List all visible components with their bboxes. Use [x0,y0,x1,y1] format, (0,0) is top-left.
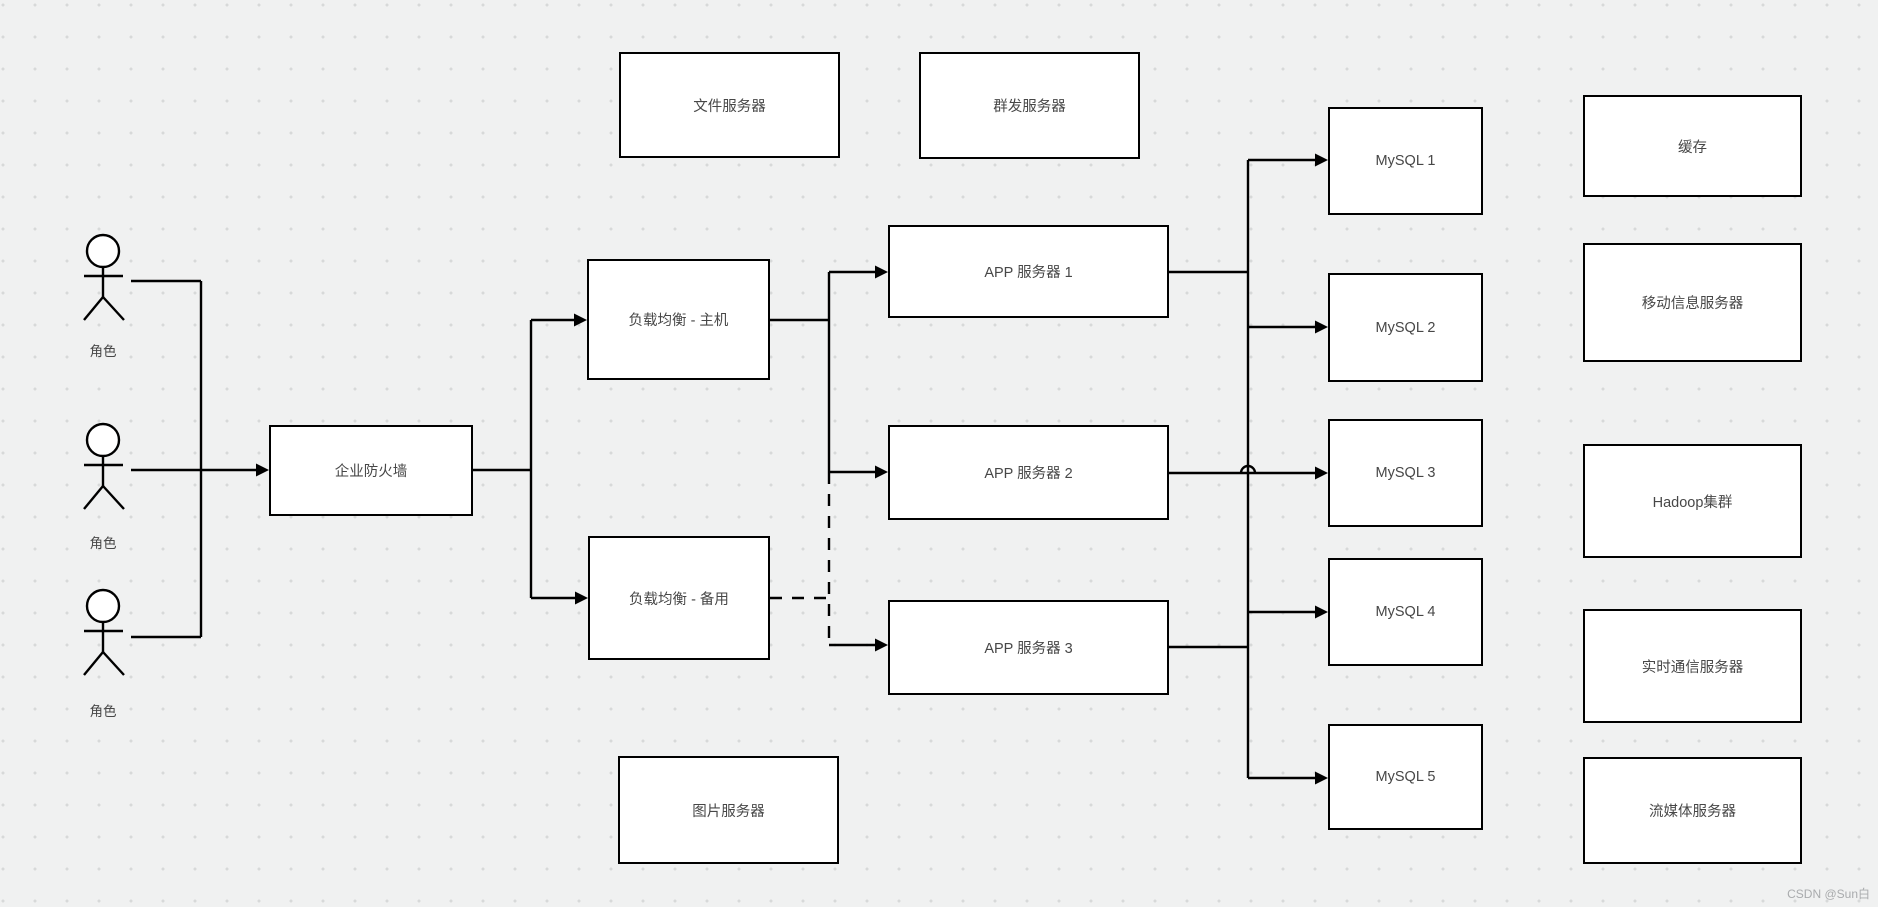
node-image-server-label: 图片服务器 [692,803,765,820]
node-mysql-2-label: MySQL 2 [1375,319,1436,336]
node-app-server-3[interactable]: APP 服务器 3 [888,600,1169,695]
node-streaming-media-server[interactable]: 流媒体服务器 [1583,757,1802,864]
node-app-server-1-label: APP 服务器 1 [984,265,1073,281]
node-lb-backup[interactable]: 负载均衡 - 备用 [588,536,770,660]
node-mysql-5[interactable]: MySQL 5 [1328,724,1483,830]
node-file-server-label: 文件服务器 [693,98,766,115]
node-app-server-1[interactable]: APP 服务器 1 [888,225,1169,318]
node-mysql-2[interactable]: MySQL 2 [1328,273,1483,382]
node-mysql-3-label: MySQL 3 [1375,465,1436,481]
node-streaming-media-server-label: 流媒体服务器 [1649,804,1736,820]
node-mysql-1[interactable]: MySQL 1 [1328,107,1483,215]
node-cache-label: 缓存 [1678,139,1707,156]
node-mysql-1-label: MySQL 1 [1375,153,1436,169]
node-app-server-2[interactable]: APP 服务器 2 [888,425,1169,520]
node-mobile-info-server-label: 移动信息服务器 [1641,296,1744,312]
node-realtime-comm-server-label: 实时通信服务器 [1641,659,1744,676]
node-lb-primary-label: 负载均衡 - 主机 [628,313,729,329]
node-firewall[interactable]: 企业防火墙 [269,425,473,516]
line-jump-arc [1239,464,1257,474]
node-app-server-2-label: APP 服务器 2 [984,466,1073,482]
node-mysql-3[interactable]: MySQL 3 [1328,419,1483,527]
node-hadoop-cluster[interactable]: Hadoop集群 [1583,444,1802,558]
node-lb-backup-label: 负载均衡 - 备用 [629,591,729,608]
node-realtime-comm-server[interactable]: 实时通信服务器 [1583,609,1802,723]
actor-figure-2[interactable] [83,422,125,510]
edge-firewall-to-lbs [473,318,576,600]
node-mobile-info-server[interactable]: 移动信息服务器 [1583,243,1802,362]
node-image-server[interactable]: 图片服务器 [618,756,839,864]
watermark-text: CSDN @Sun白 [1787,887,1870,901]
node-app-server-3-label: APP 服务器 3 [984,641,1073,657]
node-broadcast-server[interactable]: 群发服务器 [919,52,1140,159]
edge-apps-to-mysql [1169,158,1316,780]
node-firewall-label: 企业防火墙 [334,464,408,480]
node-cache[interactable]: 缓存 [1583,95,1802,197]
actor-label-3: 角色 [89,704,117,719]
node-mysql-4-label: MySQL 4 [1375,604,1436,620]
actor-figure-3[interactable] [83,588,125,676]
node-broadcast-server-label: 群发服务器 [993,99,1066,115]
edge-lb-backup-to-apps [770,472,831,645]
node-file-server[interactable]: 文件服务器 [619,52,840,158]
actor-label-1: 角色 [89,344,117,359]
node-mysql-5-label: MySQL 5 [1375,769,1436,785]
edge-lb-primary-to-apps [770,270,876,474]
edge-actors-to-firewall [131,279,257,639]
node-mysql-4[interactable]: MySQL 4 [1328,558,1483,666]
node-hadoop-cluster-label: Hadoop集群 [1652,494,1733,511]
node-lb-primary[interactable]: 负载均衡 - 主机 [587,259,770,380]
actor-figure-1[interactable] [83,233,125,321]
actor-label-2: 角色 [89,536,117,551]
